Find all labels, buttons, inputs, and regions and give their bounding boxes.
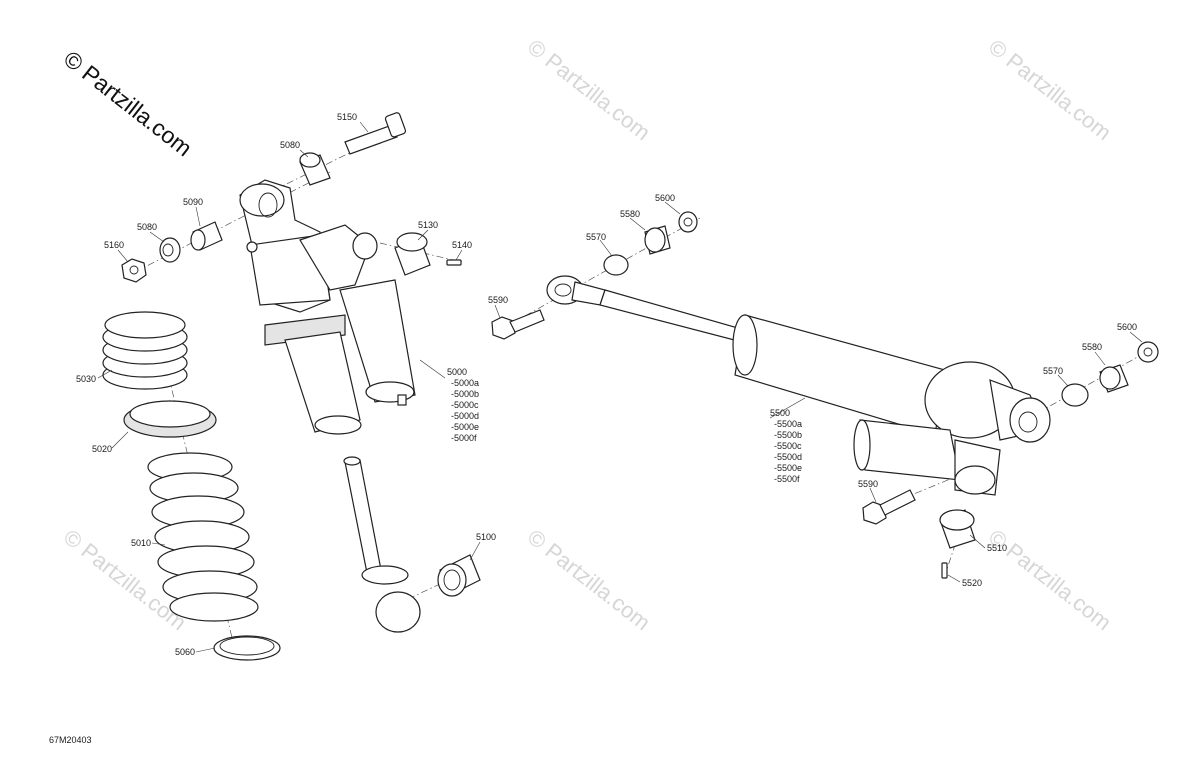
clip-5060[interactable] (213, 635, 281, 661)
bushing-5580-top[interactable] (644, 225, 671, 255)
watermark-repeat: © Partzilla.com (984, 524, 1116, 635)
nut-5160[interactable] (121, 258, 147, 283)
adjuster-knob-5130[interactable] (394, 232, 431, 276)
part-label-5090[interactable]: 5090 (183, 197, 203, 207)
nut-5600-right[interactable] (1137, 341, 1159, 363)
variant-label: -5500f (774, 474, 800, 484)
watermark-repeat: © Partzilla.com (984, 34, 1116, 145)
part-label-5590[interactable]: 5590 (488, 295, 508, 305)
watermark-repeat: © Partzilla.com (523, 524, 655, 635)
watermark-repeat: © Partzilla.com (523, 34, 655, 145)
variant-label: -5000c (451, 400, 479, 410)
adjuster-knob-5510[interactable] (939, 509, 976, 549)
variant-label: -5000e (451, 422, 479, 432)
variant-label: -5000d (451, 411, 479, 421)
rear-shock-reservoir[interactable] (853, 419, 1001, 496)
part-label-5140[interactable]: 5140 (452, 240, 472, 250)
bolt-5590-top[interactable] (491, 309, 545, 340)
watermark-main: © Partzilla.com (59, 45, 197, 161)
part-label-5600[interactable]: 5600 (1117, 322, 1137, 332)
sleeve-5090[interactable] (190, 221, 223, 251)
spring-5030[interactable] (102, 311, 188, 390)
part-label-5080[interactable]: 5080 (280, 140, 300, 150)
rear-shock-shaft[interactable] (546, 275, 746, 343)
part-label-5590[interactable]: 5590 (858, 479, 878, 489)
variant-label: -5500c (774, 441, 802, 451)
part-label-5150[interactable]: 5150 (337, 112, 357, 122)
assembly-label-5500[interactable]: 5500 (770, 408, 790, 418)
bolt-5590-bottom[interactable] (862, 489, 916, 525)
bushing-5580-right[interactable] (1099, 364, 1129, 393)
front-shock-body[interactable] (239, 179, 416, 435)
drawing-code: 67M20403 (49, 735, 92, 745)
rear-labels: 5600 5580 5570 5590 5600 5580 5570 5590 … (488, 193, 1137, 588)
nut-5600-top[interactable] (678, 211, 698, 233)
part-label-5020[interactable]: 5020 (92, 444, 112, 454)
part-label-5100[interactable]: 5100 (476, 532, 496, 542)
variant-label: -5000b (451, 389, 479, 399)
part-label-5520[interactable]: 5520 (962, 578, 982, 588)
rear-shock-cylinder[interactable] (732, 314, 1051, 443)
part-label-5600[interactable]: 5600 (655, 193, 675, 203)
rear-shock-assembly (491, 211, 1159, 579)
part-label-5580[interactable]: 5580 (1082, 342, 1102, 352)
front-shock-assembly (102, 112, 481, 661)
variant-label: -5500d (774, 452, 802, 462)
part-label-5060[interactable]: 5060 (175, 647, 195, 657)
pin-5100[interactable] (343, 456, 481, 633)
screw-5140[interactable] (446, 259, 462, 266)
bushing-5080-top[interactable] (299, 152, 331, 186)
sleeve-5570-right[interactable] (1061, 383, 1089, 407)
part-label-5160[interactable]: 5160 (104, 240, 124, 250)
part-label-5130[interactable]: 5130 (418, 220, 438, 230)
part-label-5570[interactable]: 5570 (1043, 366, 1063, 376)
bolt-5150[interactable] (344, 112, 407, 155)
front-labels: 5150 5080 5090 5080 5160 5130 5140 5030 … (76, 112, 496, 657)
variant-label: -5000a (451, 378, 479, 388)
variant-label: -5500b (774, 430, 802, 440)
screw-5520[interactable] (941, 562, 948, 579)
spring-5010[interactable] (147, 452, 259, 622)
part-label-5570[interactable]: 5570 (586, 232, 606, 242)
variant-label: -5500e (774, 463, 802, 473)
spring-seat-5020[interactable] (123, 400, 217, 438)
variant-label: -5500a (774, 419, 802, 429)
variant-label: -5000f (451, 433, 477, 443)
part-label-5030[interactable]: 5030 (76, 374, 96, 384)
part-label-5510[interactable]: 5510 (987, 543, 1007, 553)
bushing-5080-left[interactable] (159, 237, 181, 263)
part-label-5080[interactable]: 5080 (137, 222, 157, 232)
sleeve-5570-top[interactable] (603, 254, 629, 276)
assembly-label-5000[interactable]: 5000 (447, 367, 467, 377)
leader-lines (97, 121, 1143, 653)
part-label-5580[interactable]: 5580 (620, 209, 640, 219)
part-label-5010[interactable]: 5010 (131, 538, 151, 548)
